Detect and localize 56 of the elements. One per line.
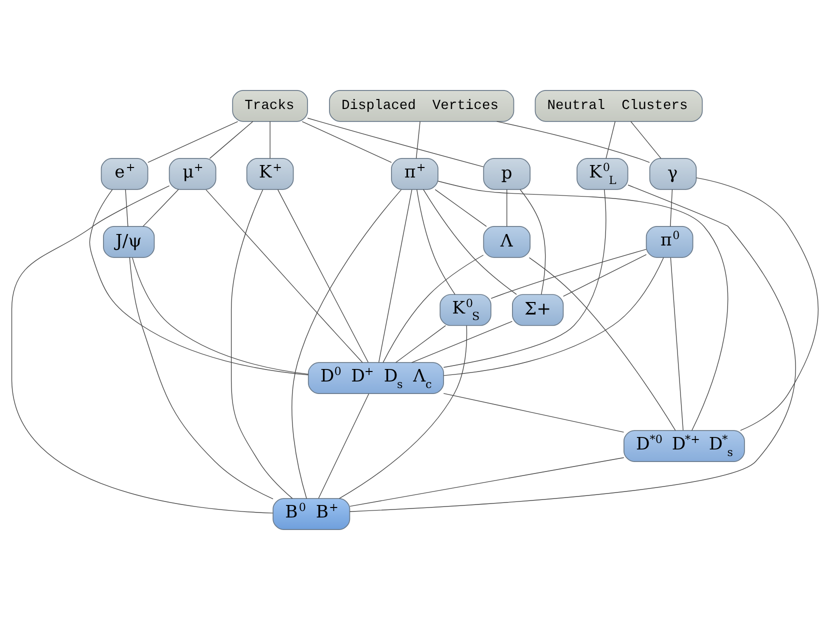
- connector: [89, 189, 309, 376]
- connector: [423, 189, 517, 295]
- connector: [350, 457, 624, 507]
- connector: [416, 121, 420, 159]
- node-box: Neutral Clusters: [534, 90, 703, 122]
- connector: [129, 257, 274, 500]
- connector: [562, 254, 647, 297]
- node-box: μ$^{+}$: [168, 158, 216, 190]
- connector: [350, 184, 796, 512]
- connector: [411, 321, 513, 363]
- connector: [443, 257, 664, 376]
- connector: [382, 254, 484, 363]
- connector: [142, 189, 179, 227]
- connector: [339, 325, 468, 499]
- connector: [520, 189, 546, 295]
- connector: [278, 189, 369, 363]
- node-box: π$^{+}$: [391, 158, 438, 190]
- node-box: B$^{0}$ B$^{+}$: [272, 498, 350, 530]
- node-box: Λ: [483, 226, 531, 258]
- connector: [395, 325, 446, 363]
- connector: [302, 121, 392, 163]
- connector: [206, 189, 363, 363]
- node-box: e$^{+}$: [100, 158, 148, 190]
- node-box: γ: [649, 158, 697, 190]
- connector: [696, 177, 819, 431]
- node-box: K$^{+}$: [246, 158, 294, 190]
- connector: [209, 121, 254, 159]
- connector: [670, 257, 684, 431]
- connector: [630, 121, 662, 159]
- connector: [11, 185, 274, 514]
- connector: [438, 180, 728, 431]
- node-box: Σ+: [512, 294, 564, 326]
- connector: [506, 189, 508, 227]
- connector: [292, 189, 402, 499]
- connector: [670, 189, 673, 227]
- node-box: π$^{0}$: [646, 226, 694, 258]
- node-box: Displaced Vertices: [329, 90, 514, 122]
- connector: [443, 393, 624, 433]
- connector: [318, 393, 370, 499]
- connector: [378, 189, 412, 363]
- node-box: p: [483, 158, 531, 190]
- connector: [125, 189, 128, 227]
- node-box: D$^{0}$ D$^{+}$ D$_{s}$ Λ$_{c}$: [308, 362, 444, 394]
- connector: [307, 118, 484, 168]
- node-box: Tracks: [232, 90, 308, 122]
- connector: [496, 121, 650, 163]
- node-box: J/ψ: [103, 226, 155, 258]
- connector: [490, 248, 647, 299]
- connector: [132, 257, 309, 375]
- connector: [434, 189, 487, 227]
- connector: [148, 121, 238, 163]
- connector: [443, 189, 606, 368]
- connector: [528, 257, 676, 431]
- connector: [416, 189, 456, 295]
- connector: [230, 189, 293, 499]
- connector: [606, 121, 616, 159]
